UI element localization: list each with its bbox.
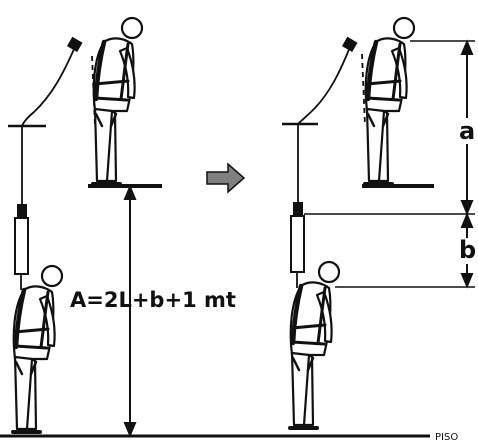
right-lifeline [282, 36, 366, 202]
right-upper-worker-figure [365, 18, 414, 184]
left-lifeline [8, 36, 96, 204]
floor-label: PISO [435, 432, 458, 443]
left-shock-absorber [14, 203, 29, 275]
left-upper-worker-figure [93, 18, 142, 184]
formula-label: A=2L+b+1 mt [70, 288, 236, 312]
dimension-b-label: b [459, 236, 476, 264]
dimension-a-label: a [459, 117, 475, 145]
right-arrow-icon [206, 162, 246, 194]
right-shock-absorber [290, 201, 305, 273]
left-lower-worker-figure [13, 266, 62, 432]
dimension-A-arrow [123, 184, 137, 438]
dimension-extension-lines [304, 40, 475, 288]
